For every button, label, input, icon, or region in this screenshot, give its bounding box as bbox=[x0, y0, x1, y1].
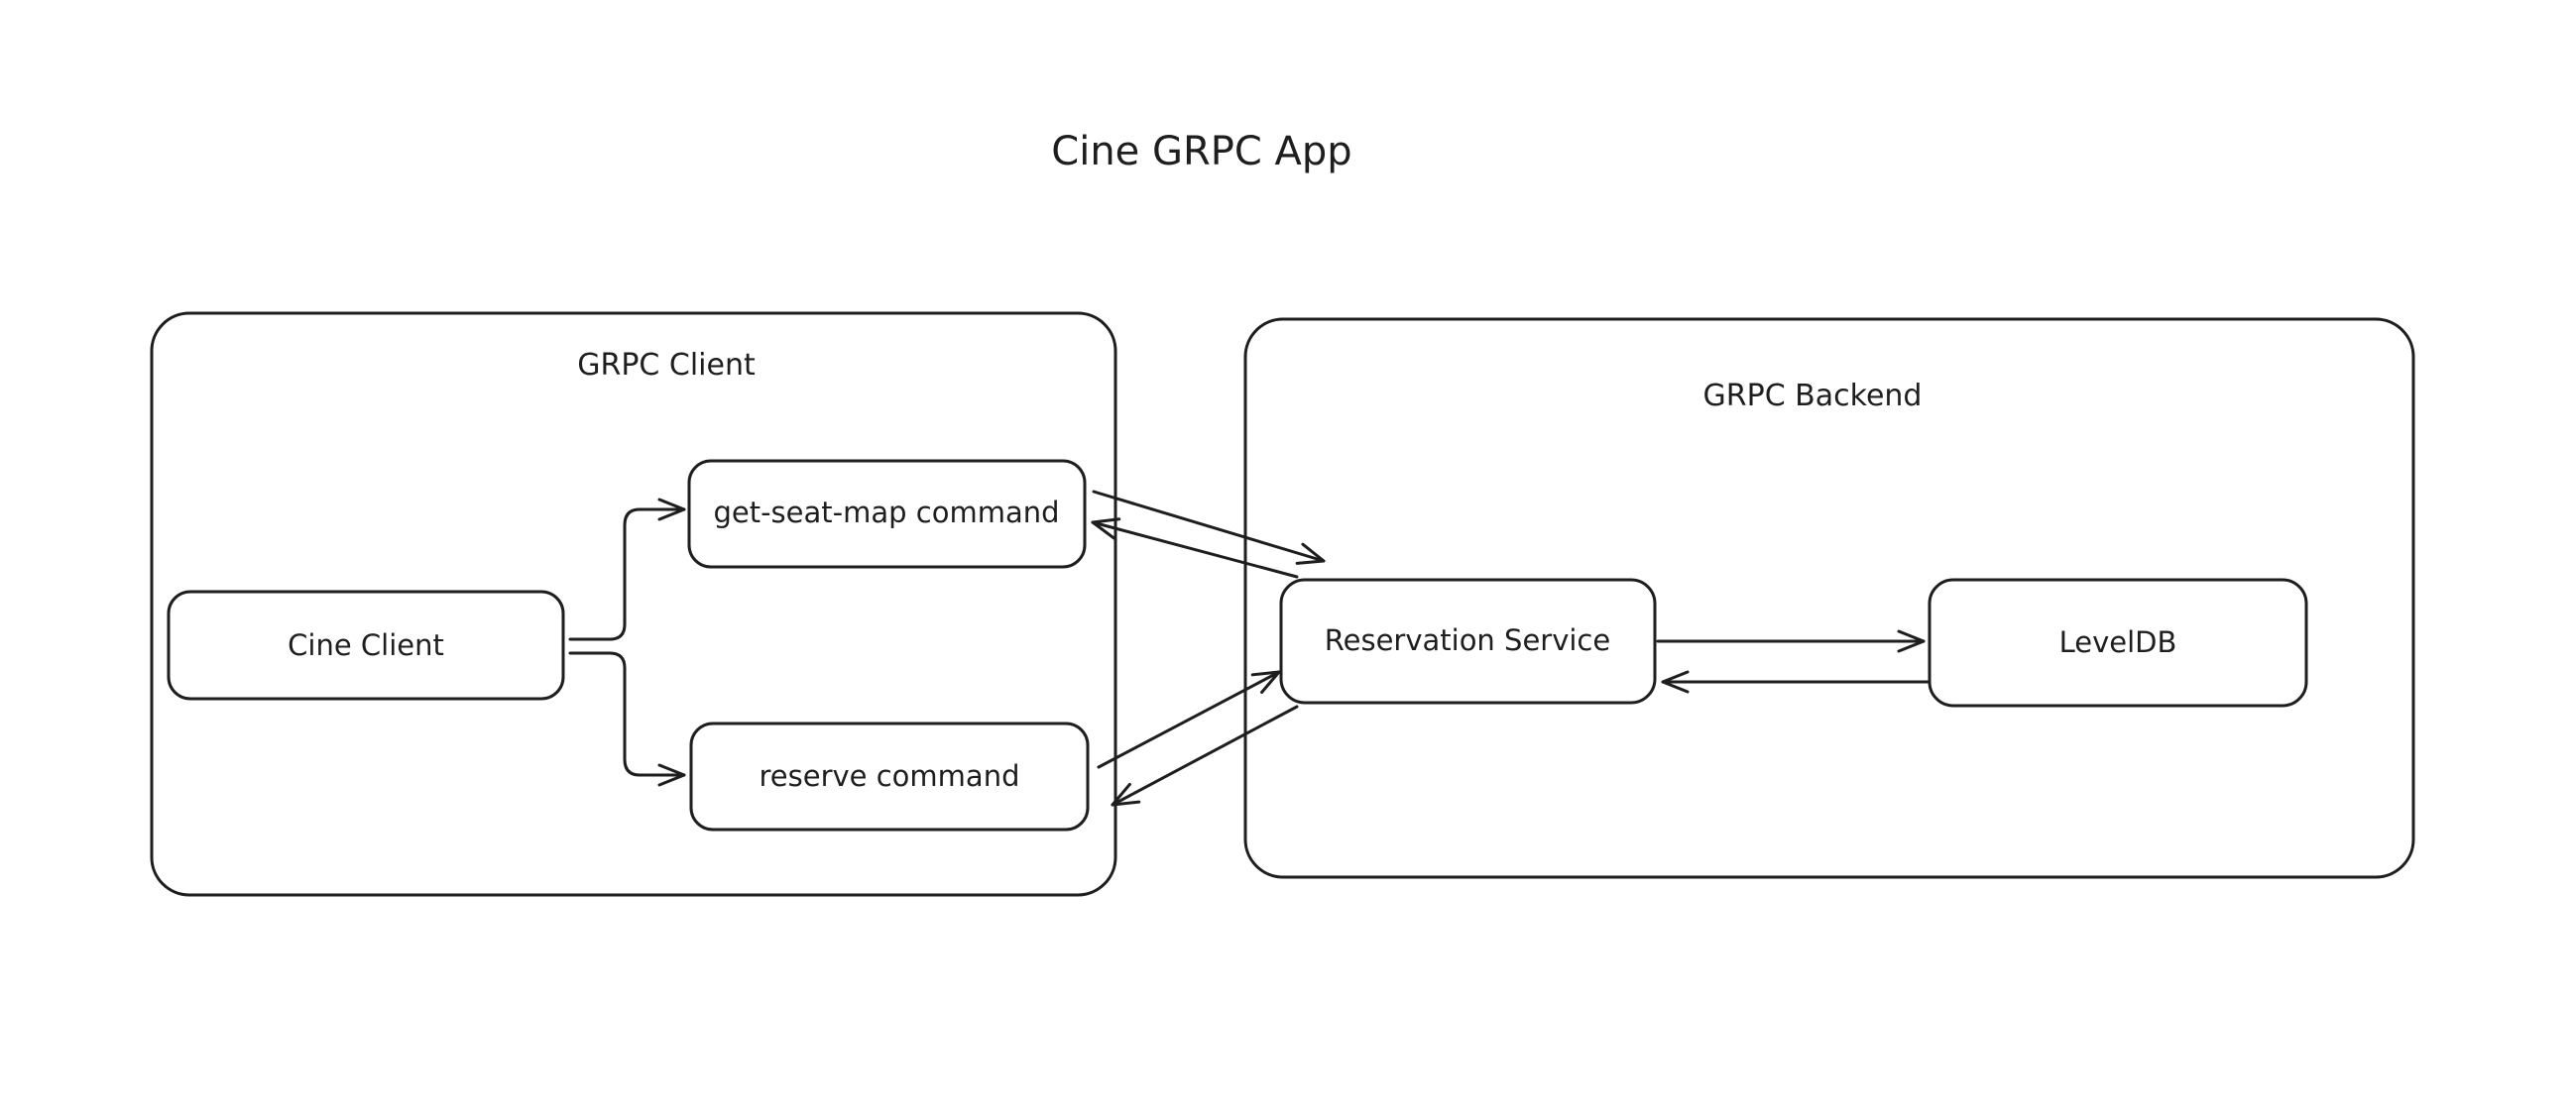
edge-get-seat-map-to-reservation-service bbox=[1092, 490, 1326, 565]
reserve-command-label: reserve command bbox=[760, 759, 1020, 793]
reservation-service-node[interactable]: Reservation Service bbox=[1279, 578, 1657, 705]
edge-cine-client-to-reserve bbox=[568, 651, 686, 787]
edge-reservation-service-to-reserve bbox=[1111, 705, 1299, 807]
leveldb-label: LevelDB bbox=[2059, 625, 2177, 659]
edge-reserve-to-reservation-service bbox=[1097, 670, 1281, 769]
cine-client-label: Cine Client bbox=[288, 628, 444, 662]
get-seat-map-command-node[interactable]: get-seat-map command bbox=[687, 459, 1087, 569]
grpc-client-group bbox=[150, 311, 1117, 897]
grpc-client-group-label: GRPC Client bbox=[577, 348, 756, 383]
edge-reservation-service-to-get-seat-map bbox=[1091, 517, 1299, 579]
diagram-title: Cine GRPC App bbox=[1051, 129, 1351, 174]
grpc-backend-group-label: GRPC Backend bbox=[1703, 379, 1923, 413]
reservation-service-label: Reservation Service bbox=[1325, 623, 1610, 657]
get-seat-map-command-label: get-seat-map command bbox=[713, 496, 1059, 529]
edge-cine-client-to-get-seat-map bbox=[568, 498, 686, 641]
grpc-backend-group bbox=[1243, 317, 2415, 879]
cine-client-node[interactable]: Cine Client bbox=[167, 590, 565, 701]
leveldb-node[interactable]: LevelDB bbox=[1928, 578, 2308, 708]
reserve-command-node[interactable]: reserve command bbox=[689, 722, 1090, 832]
